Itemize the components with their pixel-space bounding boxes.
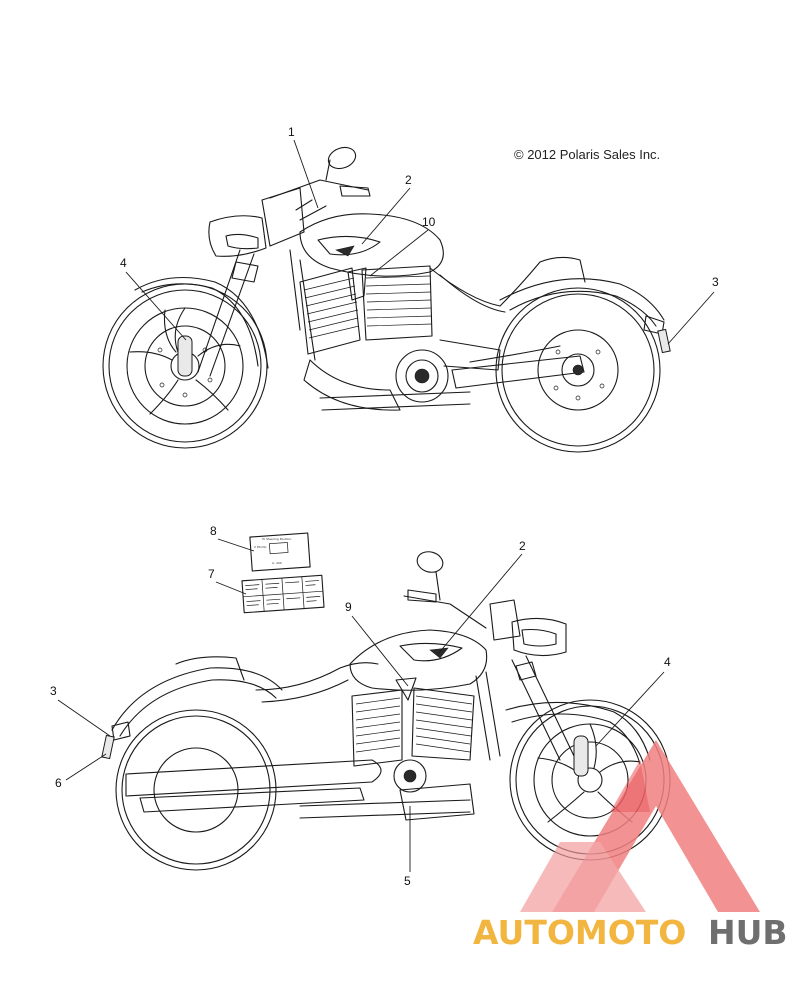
callout-2-bottom: 2 <box>519 539 526 553</box>
callout-3-bottom: 3 <box>50 684 57 698</box>
watermark-brand-b: HUB <box>708 913 788 952</box>
copyright-text: © 2012 Polaris Sales Inc. <box>514 147 660 162</box>
decal-8-line-3: A. 400 <box>272 561 282 565</box>
callouts-bottom: 8 7 2 9 4 3 6 5 <box>50 524 671 888</box>
callout-7: 7 <box>208 567 215 581</box>
motorcycle-left-side-view <box>101 551 671 871</box>
fuel-tank-bottom <box>349 629 488 691</box>
callout-8: 8 <box>210 524 217 538</box>
front-wheel <box>102 283 268 449</box>
callout-6: 6 <box>55 776 62 790</box>
fuel-tank <box>299 213 444 277</box>
callout-1: 1 <box>288 125 295 139</box>
callout-4: 4 <box>120 256 127 270</box>
rear-wheel-bottom <box>115 709 277 871</box>
exhaust-pipe <box>125 759 382 797</box>
callout-2: 2 <box>405 173 412 187</box>
motorcycle-right-side-view <box>102 146 671 453</box>
engine <box>299 265 501 411</box>
rear-wheel <box>495 287 661 453</box>
decal-8-line-1: To Steering Position <box>261 537 291 541</box>
automotohub-watermark: AUTOMOTO HUB <box>473 740 788 952</box>
watermark-brand-a: AUTOMOTO <box>473 913 686 952</box>
callout-5: 5 <box>404 874 411 888</box>
watermark-triangle-logo <box>520 740 760 912</box>
decal-7 <box>241 574 325 614</box>
callouts-top: 1 2 10 4 3 <box>120 125 719 345</box>
callout-3: 3 <box>712 275 719 289</box>
callout-4-bottom: 4 <box>664 655 671 669</box>
engine-bottom <box>299 677 475 821</box>
decal-8-line-2: 2 PSI No <box>254 545 267 549</box>
decal-8: To Steering Position 2 PSI No A. 400 <box>249 532 311 572</box>
callout-9: 9 <box>345 600 352 614</box>
callout-10: 10 <box>422 215 436 229</box>
